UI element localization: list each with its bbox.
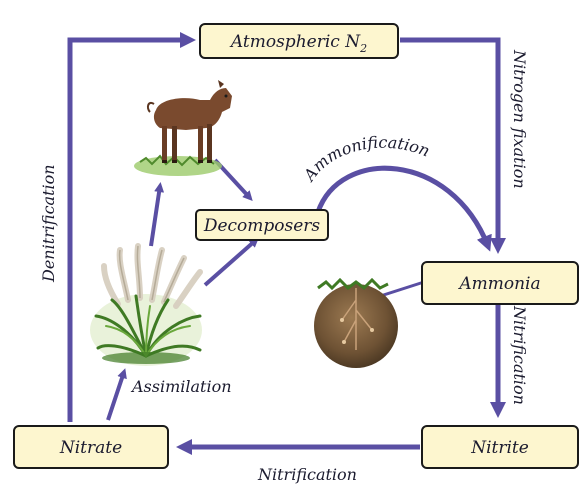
nitrification-bottom-label: Nitrification — [257, 465, 357, 484]
nitrification-vertical-label: Nitrification — [510, 305, 529, 405]
ammonia-label: Ammonia — [457, 274, 540, 294]
atmospheric-n2-label: Atmospheric N — [229, 32, 361, 52]
plant-to-decomposers-arrow — [203, 237, 259, 287]
nitrate-node: Nitrate — [13, 425, 169, 469]
grass-plant-illustration — [90, 243, 203, 366]
ammonia-node: Ammonia — [421, 261, 579, 305]
assimilation-label: Assimilation — [130, 377, 232, 396]
nitrogen-fixation-arrow — [400, 37, 506, 254]
nitrate-label: Nitrate — [59, 438, 122, 458]
decomposers-node: Decomposers — [195, 209, 329, 241]
atmospheric-n2-subscript: 2 — [359, 42, 367, 55]
ammonification-label: Ammonification — [299, 133, 433, 186]
soil-root-nodule-illustration — [314, 277, 398, 368]
svg-text:Atmospheric N2: Atmospheric N2 — [229, 32, 367, 55]
atmospheric-n2-node: Atmospheric N2 — [199, 23, 399, 59]
goat-illustration — [134, 80, 232, 176]
nitrogen-fixation-label: Nitrogen fixation — [510, 49, 529, 189]
nitrite-node: Nitrite — [421, 425, 579, 469]
ammonification-arrow — [315, 165, 492, 252]
denitrification-arrow — [67, 32, 196, 422]
denitrification-label: Denitrification — [39, 164, 58, 283]
assimilation-arrow — [106, 368, 127, 421]
nitrite-label: Nitrite — [470, 438, 529, 458]
decomposers-label: Decomposers — [203, 216, 321, 236]
plant-to-animal-arrow — [149, 182, 165, 247]
